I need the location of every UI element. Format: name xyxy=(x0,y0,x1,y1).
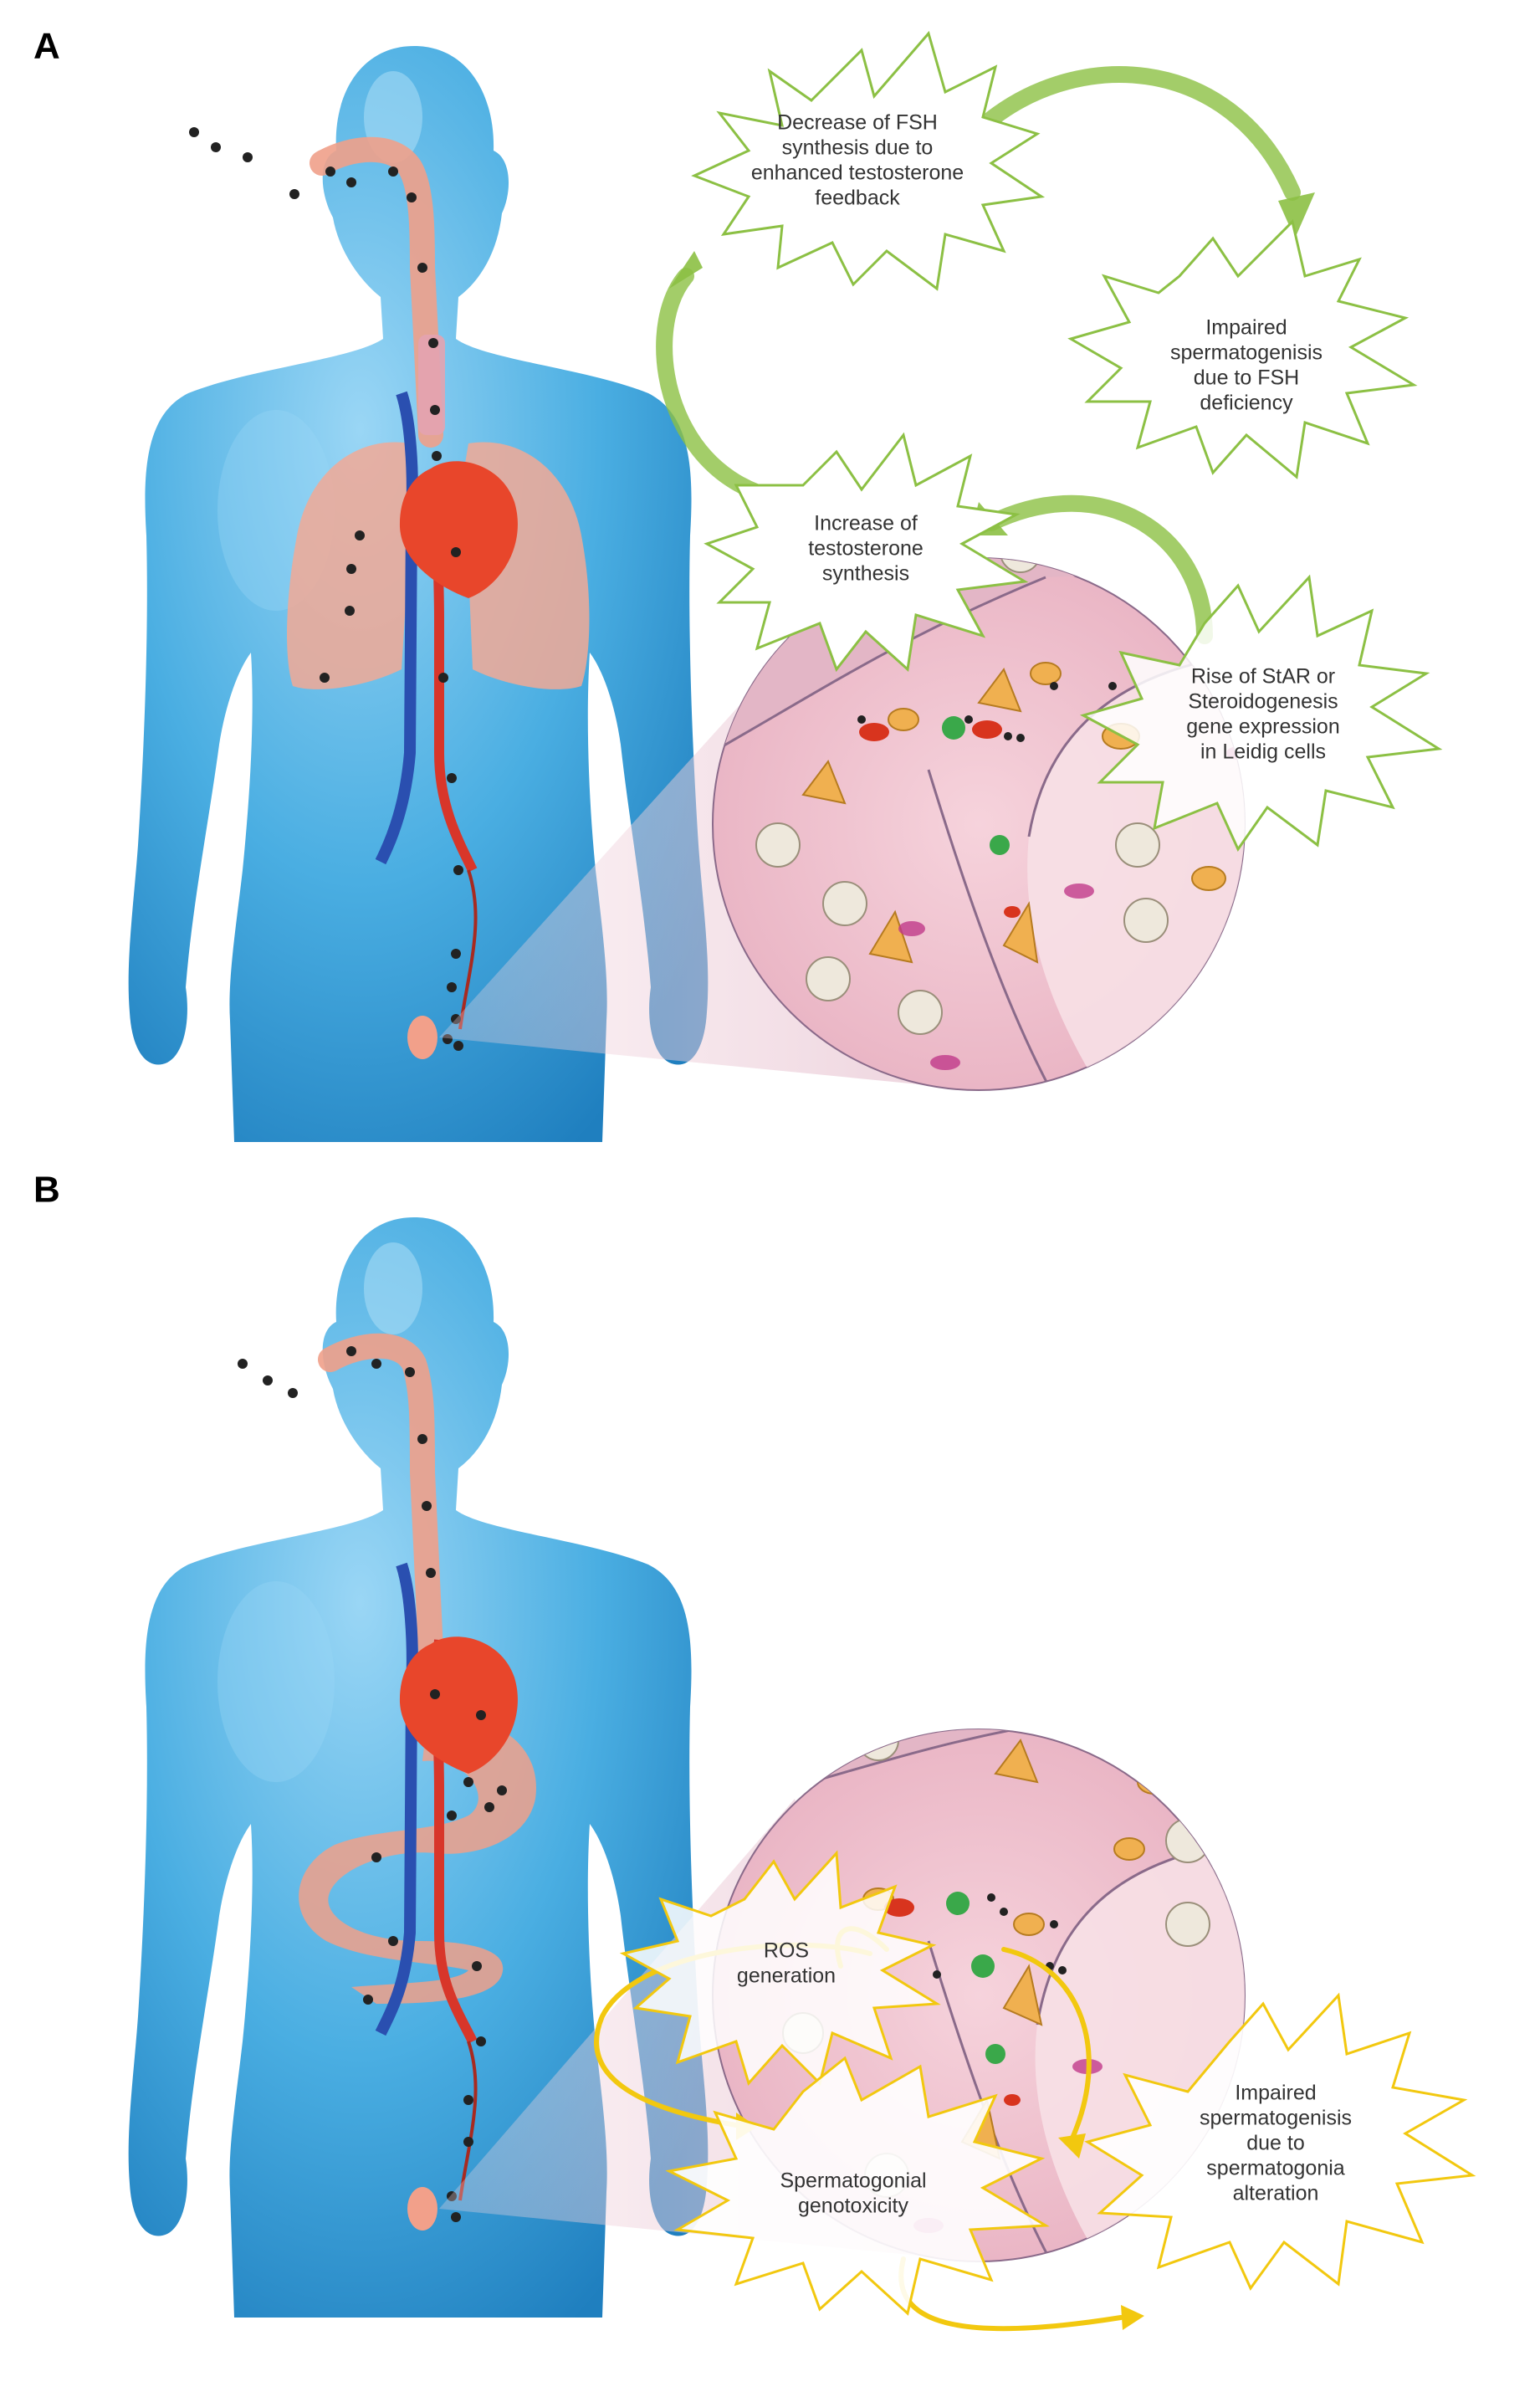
arrow-head-icon xyxy=(669,251,703,289)
burst-text-line: due to xyxy=(1246,2132,1305,2155)
burst-text-line: enhanced testosterone xyxy=(751,161,964,185)
burst-text-line: synthesis due to xyxy=(782,136,934,160)
stomach-b xyxy=(299,1718,536,2004)
burst-text-line: deficiency xyxy=(1200,392,1293,415)
burst-text-line: genotoxicity xyxy=(798,2195,909,2218)
particles-a xyxy=(189,127,463,1051)
airway-a xyxy=(310,136,443,448)
burst-fsh-decrease: Decrease of FSH synthesis due to enhance… xyxy=(691,30,1046,291)
burst-star-expression: Rise of StAR or Steroidogenesis gene exp… xyxy=(1080,574,1443,853)
burst-text-line: generation xyxy=(737,1964,836,1988)
arrow-head-icon xyxy=(1121,2305,1144,2330)
burst-impaired-spermatogonia: Impaired spermatogenisis due to spermato… xyxy=(1084,1992,1476,2291)
heart-a xyxy=(399,461,518,598)
burst-text-line: synthesis xyxy=(822,562,909,586)
burst-text-line: spermatogonia xyxy=(1206,2157,1344,2180)
panel-a-letter: A xyxy=(33,26,60,67)
burst-text-line: in Leidig cells xyxy=(1200,740,1326,764)
arrow-genotoxicity-to-impaired xyxy=(898,2256,1123,2332)
burst-text-line: due to FSH xyxy=(1194,366,1299,390)
arrow-star-to-testosterone xyxy=(983,494,1213,644)
panel-b-letter: B xyxy=(33,1170,60,1211)
burst-text-line: Steroidogenesis xyxy=(1188,690,1338,714)
arrow-head-icon xyxy=(1058,2133,1086,2159)
testis-a xyxy=(407,1016,437,1059)
heart-b xyxy=(399,1636,518,1774)
panel-a: A xyxy=(33,26,1443,1142)
burst-text-line: Impaired xyxy=(1205,316,1287,340)
burst-text-line: alteration xyxy=(1233,2182,1319,2205)
burst-text-line: Impaired xyxy=(1235,2082,1316,2105)
burst-text-line: ROS xyxy=(764,1939,809,1963)
arrow-head-icon xyxy=(1278,192,1315,238)
burst-ros-generation: ROS generation xyxy=(619,1850,941,2087)
burst-text-line: spermatogenisis xyxy=(1200,2107,1352,2130)
burst-spermatogonial-genotoxicity: Spermatogonial genotoxicity xyxy=(665,2056,1050,2316)
panel-b: B xyxy=(33,1170,1476,2332)
burst-text-line: Increase of xyxy=(814,512,918,535)
burst-text-line: Decrease of FSH xyxy=(777,111,938,135)
arrow-fsh-to-spermatogenesis xyxy=(970,66,1301,201)
trachea-a xyxy=(418,335,445,435)
burst-text-line: Rise of StAR or xyxy=(1191,665,1335,689)
testis-b xyxy=(407,2187,437,2231)
artery-to-testis-a xyxy=(458,869,478,1030)
burst-impaired-fsh: Impaired spermatogenisis due to FSH defi… xyxy=(1067,219,1418,479)
burst-text-line: spermatogenisis xyxy=(1170,341,1323,365)
particles-b xyxy=(238,1346,507,2222)
burst-text-line: Spermatogonial xyxy=(780,2169,926,2193)
burst-testosterone-increase: Increase of testosterone synthesis xyxy=(703,432,1029,673)
artery-to-testis-b xyxy=(458,2041,478,2201)
burst-text-line: feedback xyxy=(815,187,900,210)
burst-text-line: gene expression xyxy=(1186,715,1339,739)
arrow-return xyxy=(1001,1947,1092,2144)
human-body-b xyxy=(128,1217,709,2318)
burst-text-line: testosterone xyxy=(808,537,923,561)
